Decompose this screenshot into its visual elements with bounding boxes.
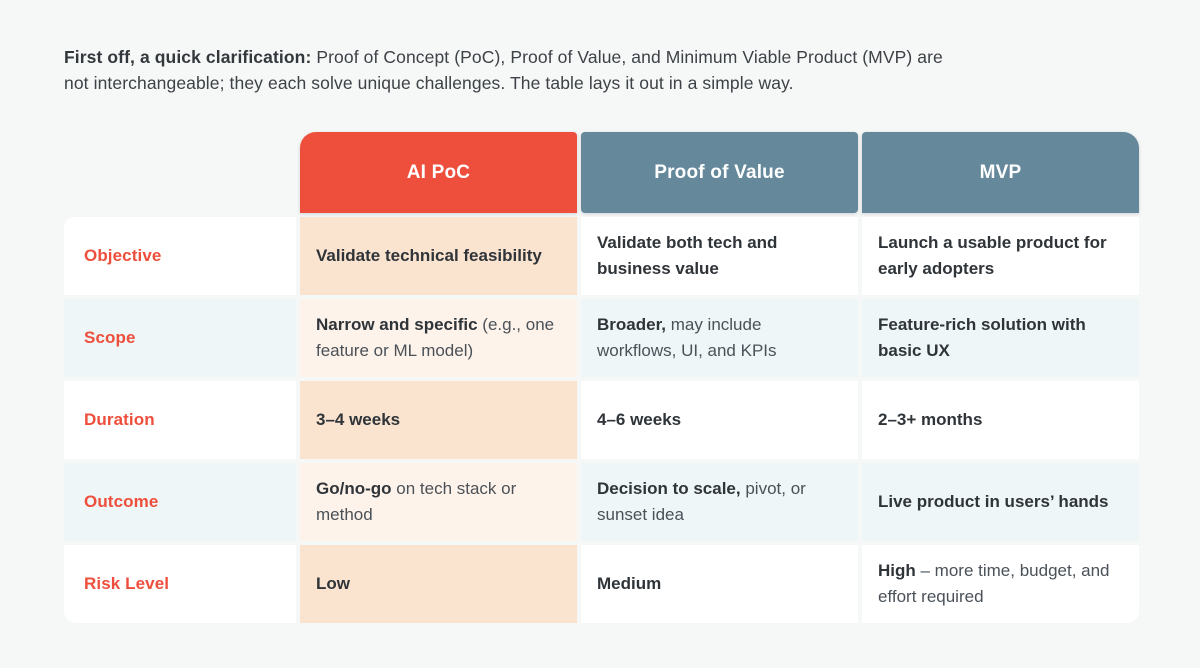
cell-scope-mvp: Feature-rich solution with basic UX (862, 299, 1139, 377)
cell-risk-level-ai-poc: Low (300, 545, 577, 623)
cell-duration-mvp: 2–3+ months (862, 381, 1139, 459)
row-label-duration: Duration (64, 381, 296, 459)
cell-objective-mvp: Launch a usable product for early adopte… (862, 217, 1139, 295)
intro-paragraph: First off, a quick clarification: Proof … (64, 44, 969, 96)
row-label-risk-level: Risk Level (64, 545, 296, 623)
row-label-objective: Objective (64, 217, 296, 295)
cell-scope-proof-of-value: Broader, may include workflows, UI, and … (581, 299, 858, 377)
cell-duration-proof-of-value: 4–6 weeks (581, 381, 858, 459)
intro-text: Proof of Concept (PoC), Proof of Value, … (64, 47, 943, 93)
cell-objective-proof-of-value: Validate both tech and business value (581, 217, 858, 295)
intro-lead: First off, a quick clarification: (64, 47, 312, 67)
cell-outcome-mvp: Live product in users’ hands (862, 463, 1139, 541)
cell-scope-ai-poc: Narrow and specific (e.g., one feature o… (300, 299, 577, 377)
cell-risk-level-mvp: High – more time, budget, and effort req… (862, 545, 1139, 623)
cell-objective-ai-poc: Validate technical feasibility (300, 217, 577, 295)
cell-duration-ai-poc: 3–4 weeks (300, 381, 577, 459)
column-header-proof-of-value: Proof of Value (581, 132, 858, 213)
column-header-ai-poc: AI PoC (300, 132, 577, 213)
row-label-scope: Scope (64, 299, 296, 377)
cell-outcome-ai-poc: Go/no-go on tech stack or method (300, 463, 577, 541)
cell-outcome-proof-of-value: Decision to scale, pivot, or sunset idea (581, 463, 858, 541)
row-label-outcome: Outcome (64, 463, 296, 541)
table-corner-spacer (64, 132, 296, 213)
page: First off, a quick clarification: Proof … (64, 44, 1139, 623)
column-header-mvp: MVP (862, 132, 1139, 213)
cell-risk-level-proof-of-value: Medium (581, 545, 858, 623)
